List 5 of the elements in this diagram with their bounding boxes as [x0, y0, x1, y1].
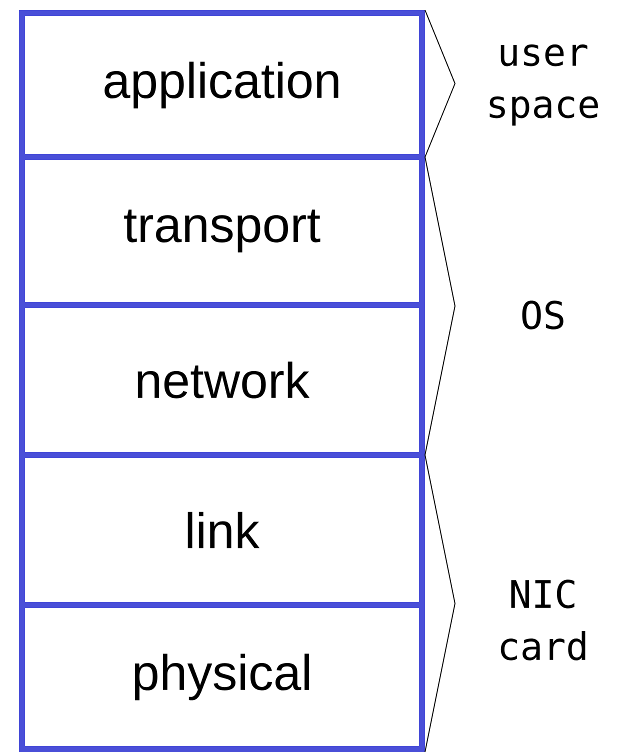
- layer-box: physical: [19, 602, 425, 752]
- bracket-label: OS: [522, 300, 564, 330]
- layer-box: application: [19, 10, 425, 160]
- bracket-label: NIC card: [500, 580, 586, 660]
- bracket-label: user space: [490, 44, 598, 126]
